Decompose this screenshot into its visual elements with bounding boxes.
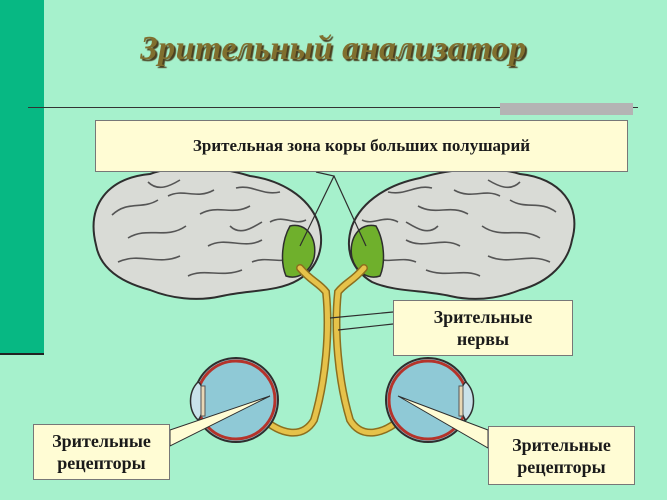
- left-receptors-label: Зрительные рецепторы: [33, 424, 170, 480]
- optic-nerves-text-line2: нервы: [456, 329, 510, 349]
- right-hemisphere: [347, 168, 576, 300]
- left-receptors-text-line1: Зрительные: [52, 431, 151, 451]
- cortex-zone-text: Зрительная зона коры больших полушарий: [192, 136, 531, 155]
- left-band-divider: [0, 353, 44, 355]
- cortex-zone-label: Зрительная зона коры больших полушарий: [95, 120, 628, 172]
- nerves-pointer: [329, 311, 394, 331]
- slide-title: Зрительный анализатор: [140, 30, 527, 67]
- left-hemisphere: [92, 166, 323, 300]
- optic-nerves-text-line1: Зрительные: [433, 307, 533, 327]
- optic-nerves-label: Зрительные нервы: [393, 300, 573, 356]
- right-receptors-text-line2: рецепторы: [517, 456, 606, 477]
- title-divider-accent: [500, 103, 633, 115]
- left-receptors-text-line2: рецепторы: [57, 453, 146, 473]
- left-accent-band: [0, 0, 44, 355]
- right-receptors-text-line1: Зрительные: [512, 434, 611, 455]
- title-divider: [28, 107, 638, 108]
- cortex-pointer-lines: [299, 171, 367, 247]
- right-receptors-label: Зрительные рецепторы: [488, 426, 635, 485]
- optic-nerves: [246, 264, 418, 437]
- left-receptors-pointer: [169, 395, 271, 447]
